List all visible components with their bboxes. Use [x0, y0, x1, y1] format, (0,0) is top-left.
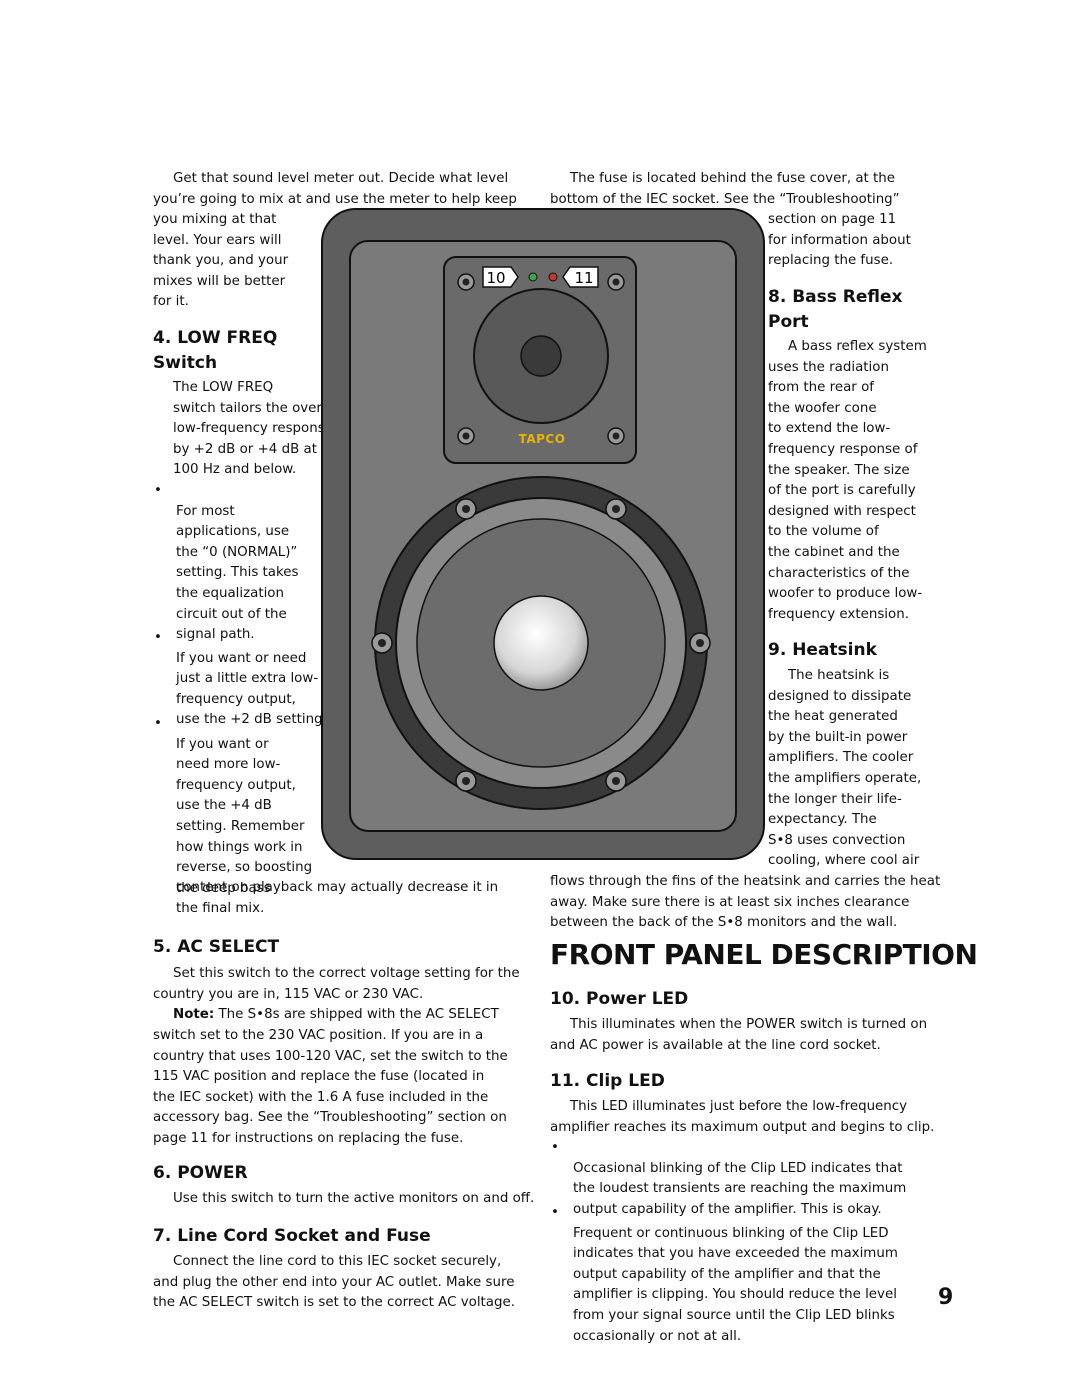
callout-10-label: 10 [486, 269, 505, 287]
clip-led-icon [548, 272, 558, 282]
heatsink-text: The heatsink is designed to dissipate th… [768, 668, 922, 869]
page-number: 9 [938, 1285, 954, 1310]
bass-reflex-text: A bass reflex system uses the radiation … [768, 339, 927, 622]
bullet-dot: • [154, 630, 162, 645]
power-led-body: This illuminates when the POWER switch i… [550, 1017, 928, 1053]
power-led-heading: 10. Power LED [550, 989, 689, 1009]
bass-reflex-heading: 8. Bass Reflex Port [768, 287, 903, 332]
ac-select-body: Set this switch to the correct voltage s… [153, 966, 520, 1002]
bass-reflex-body: A bass reflex system uses the radiation … [768, 337, 927, 625]
low-freq-heading: 4. LOW FREQ Switch [153, 328, 278, 373]
clip-led-bullet-2: • Frequent or continuous blinking of the … [551, 1203, 898, 1347]
speaker-front-panel-illustration: 10 11 TAPCO [321, 208, 765, 860]
bullet-text: If you want or need more low- frequency … [176, 736, 313, 896]
power-led-icon [528, 272, 538, 282]
bullet-dot: • [551, 1205, 559, 1220]
clip-led-heading: 11. Clip LED [550, 1071, 665, 1091]
fuse-paragraph: The fuse is located behind the fuse cove… [550, 171, 900, 207]
tapco-logo: TAPCO [519, 432, 566, 446]
ac-select-note-rest: switch set to the 230 VAC position. If y… [153, 1028, 508, 1146]
bullet-dot: • [154, 483, 162, 498]
front-panel-title: FRONT PANEL DESCRIPTION [550, 938, 978, 971]
power-heading: 6. POWER [153, 1163, 248, 1183]
bullet-text: Occasional blinking of the Clip LED indi… [573, 1160, 907, 1217]
callout-11-box [562, 266, 599, 288]
line-cord-body: Connect the line cord to this IEC socket… [153, 1254, 516, 1311]
intro-paragraph: Get that sound level meter out. Decide w… [153, 171, 517, 207]
tweeter-screw-group [457, 273, 625, 445]
line-cord-heading: 7. Line Cord Socket and Fuse [153, 1226, 431, 1246]
tweeter-dome [520, 335, 562, 377]
intro-paragraph-wrap: you mixing at that level. Your ears will… [153, 212, 289, 310]
woofer-screw-group [371, 498, 711, 792]
low-freq-bullet-3-cont: content on playback may actually decreas… [176, 880, 499, 916]
fuse-paragraph-wrap: section on page 11 for information about… [768, 212, 911, 269]
woofer-dust-cap [493, 595, 589, 691]
ac-select-note-line1: Note: The S•8s are shipped with the AC S… [173, 1005, 499, 1026]
low-freq-bullet-1: • For most applications, use the “0 (NORM… [154, 481, 299, 646]
heatsink-body: The heatsink is designed to dissipate th… [768, 666, 921, 872]
heatsink-heading: 9. Heatsink [768, 640, 877, 660]
clip-led-bullet-1: • Occasional blinking of the Clip LED ind… [551, 1138, 907, 1220]
low-freq-body: The LOW FREQ switch tailors the overall … [173, 380, 338, 478]
clip-led-body: This LED illuminates just before the low… [550, 1099, 935, 1135]
callout-11-label: 11 [574, 269, 593, 287]
bullet-text: Frequent or continuous blinking of the C… [573, 1225, 898, 1344]
bullet-text: If you want or need just a little extra … [176, 650, 327, 728]
ac-select-heading: 5. AC SELECT [153, 937, 280, 957]
power-body: Use this switch to turn the active monit… [173, 1191, 535, 1206]
heatsink-body-cont: flows through the fins of the heatsink a… [550, 874, 941, 931]
note-label: Note: [173, 1007, 215, 1022]
note-text: The S•8s are shipped with the AC SELECT [214, 1007, 499, 1022]
low-freq-bullet-2: • If you want or need just a little extra… [154, 628, 327, 731]
bullet-dot: • [154, 716, 162, 731]
low-freq-bullet-3: • If you want or need more low- frequency… [154, 714, 313, 899]
bullet-text: For most applications, use the “0 (NORMA… [176, 503, 299, 643]
callout-10-box [482, 266, 519, 288]
bullet-dot: • [551, 1140, 559, 1155]
